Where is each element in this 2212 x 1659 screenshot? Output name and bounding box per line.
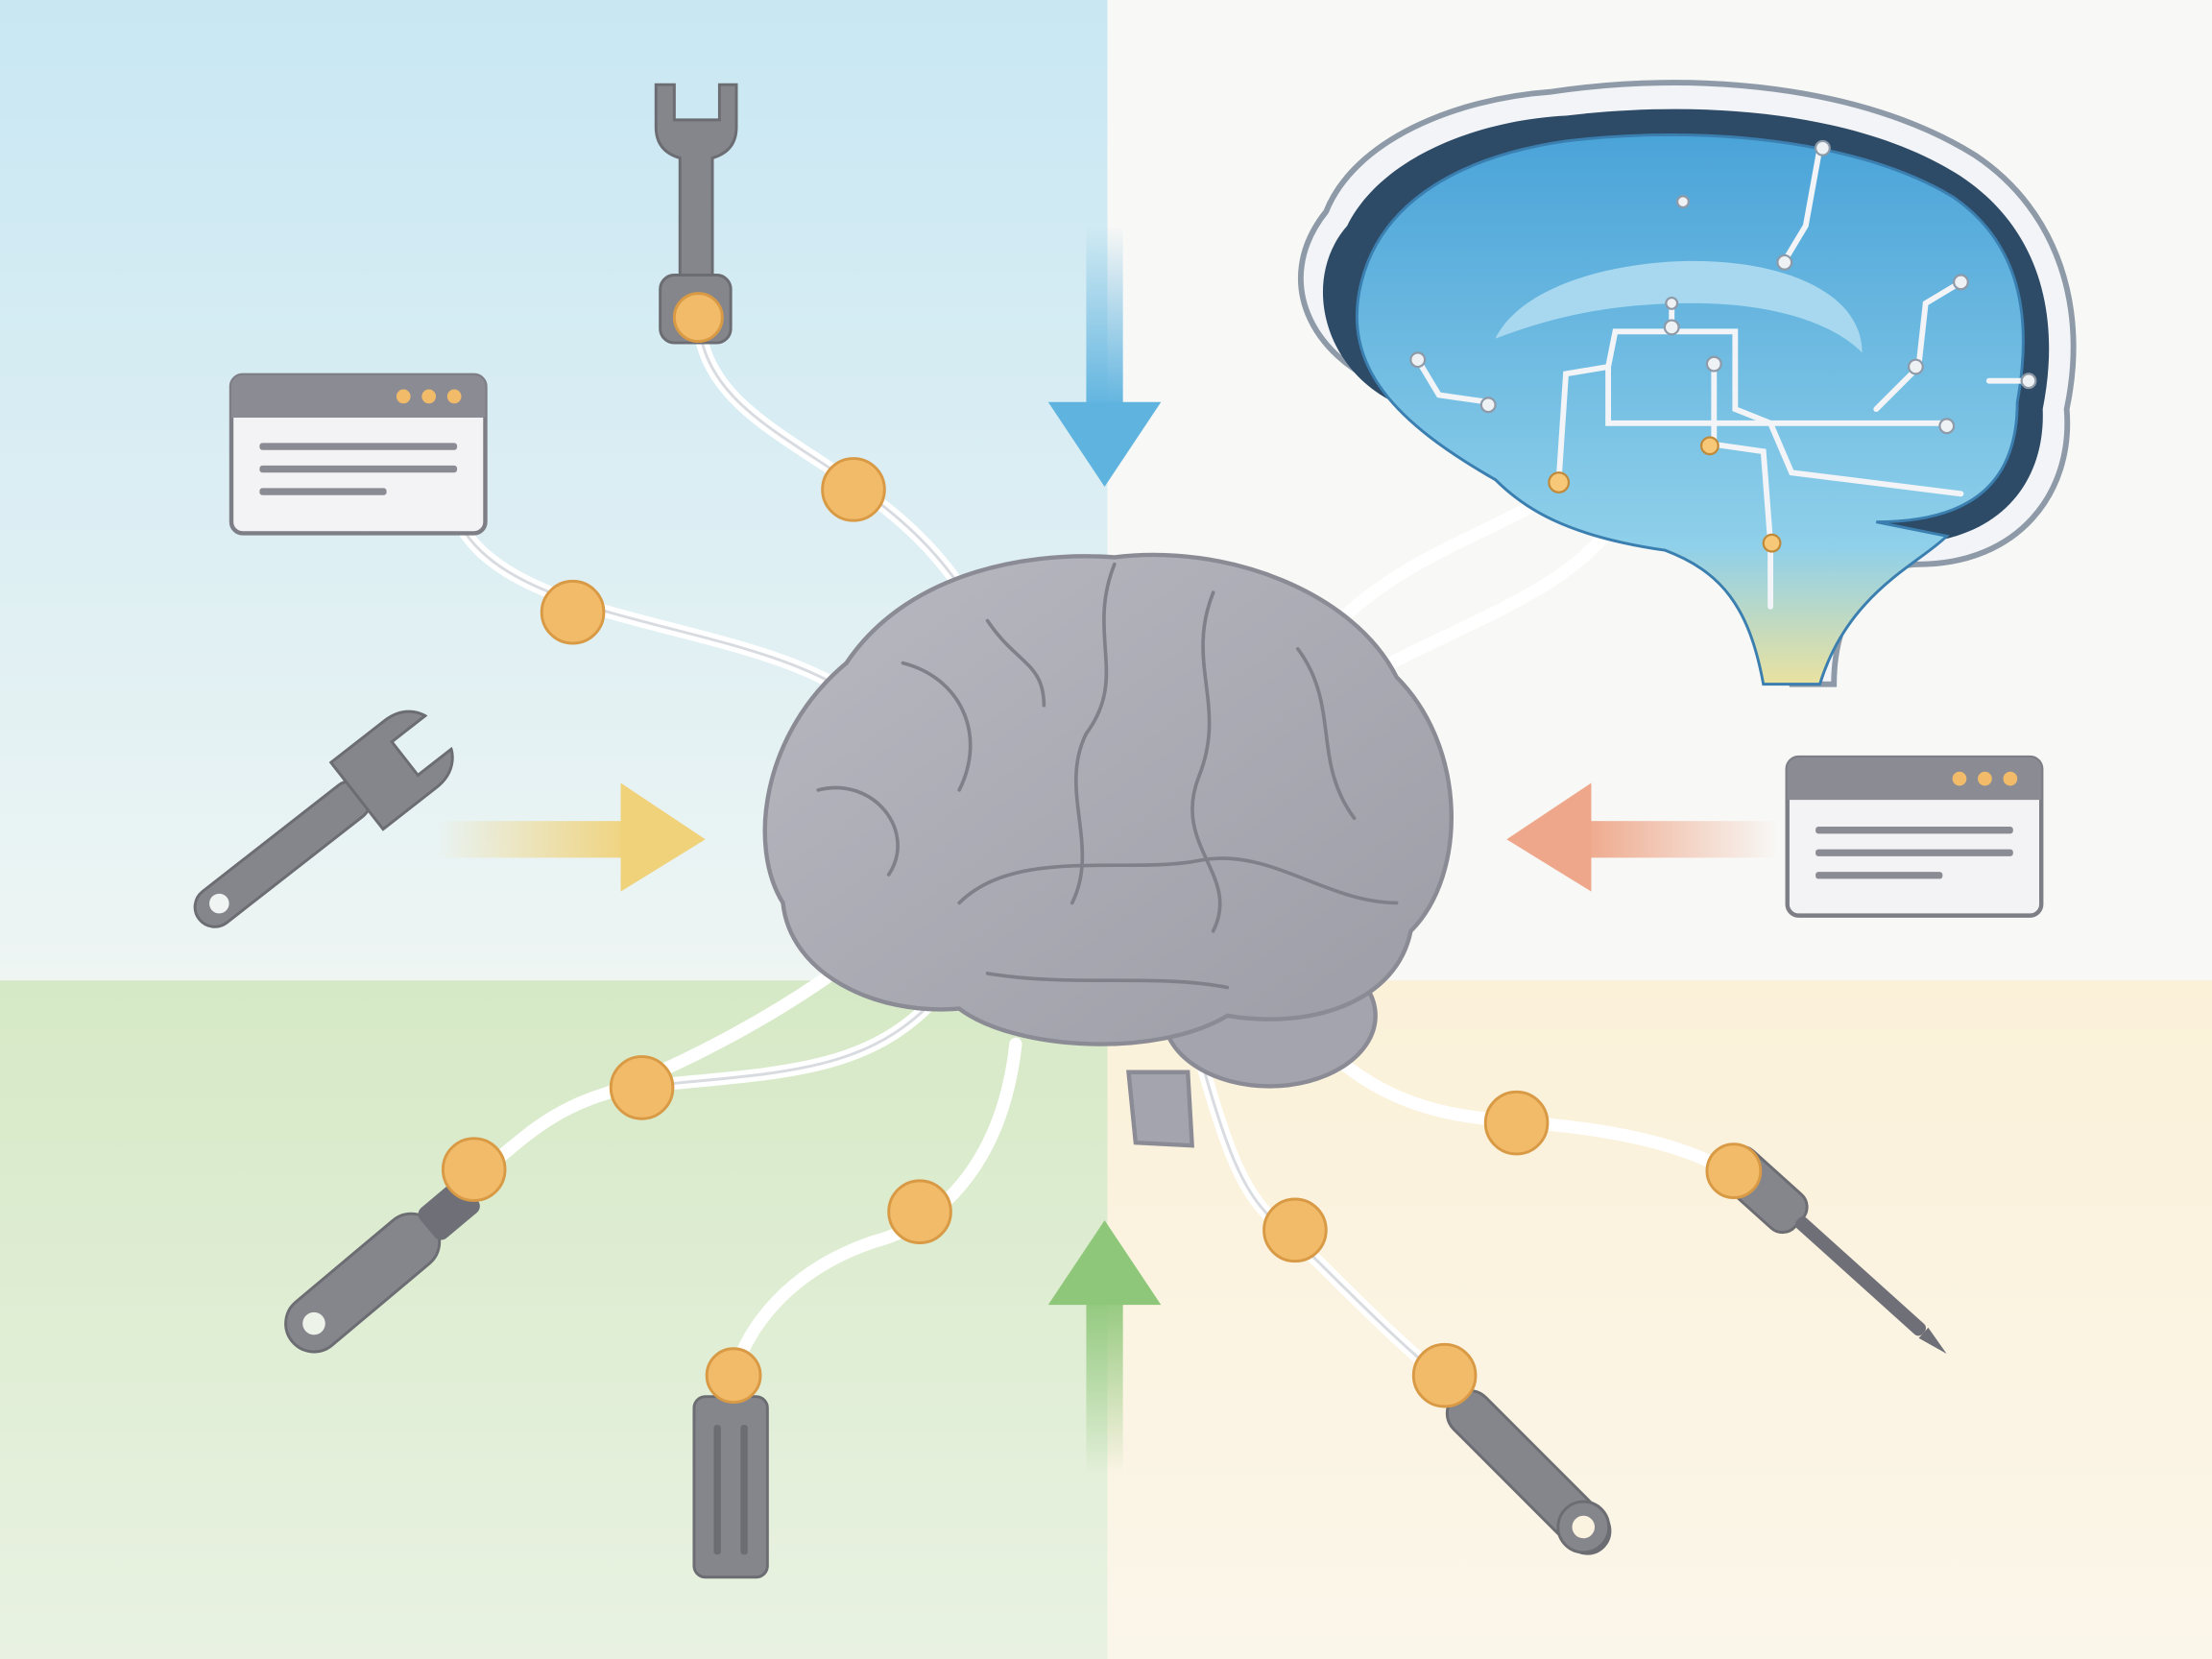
node <box>1411 1342 1478 1408</box>
node <box>821 457 886 522</box>
node <box>1262 1197 1328 1263</box>
browser-window-right-icon <box>1785 755 2044 918</box>
node <box>705 1347 762 1405</box>
wrench-left-icon <box>193 709 454 928</box>
detailed-brain-icon <box>1298 80 2077 687</box>
browser-window-left-icon <box>228 373 488 536</box>
quadrant-bottom-left <box>0 980 1108 1659</box>
node <box>887 1179 952 1244</box>
node <box>609 1055 675 1120</box>
node <box>672 292 724 344</box>
connection-nodes <box>441 292 1763 1408</box>
node <box>441 1137 507 1202</box>
node <box>1483 1090 1550 1156</box>
quadrant-bottom-right <box>1107 980 2212 1659</box>
arrow-down-blue-icon <box>1047 226 1162 487</box>
wrench-bottom-right-icon <box>1445 1389 1612 1555</box>
arrow-right-yellow-icon <box>437 782 706 892</box>
arrow-left-orange-icon <box>1506 782 1778 892</box>
arrow-up-green-icon <box>1047 1220 1162 1475</box>
screwdriver-bottom-left-icon <box>284 1180 480 1354</box>
brain-icon <box>762 552 1454 1148</box>
screwdriver-bottom-icon <box>692 1395 769 1579</box>
node <box>540 579 606 645</box>
node <box>1705 1142 1763 1199</box>
